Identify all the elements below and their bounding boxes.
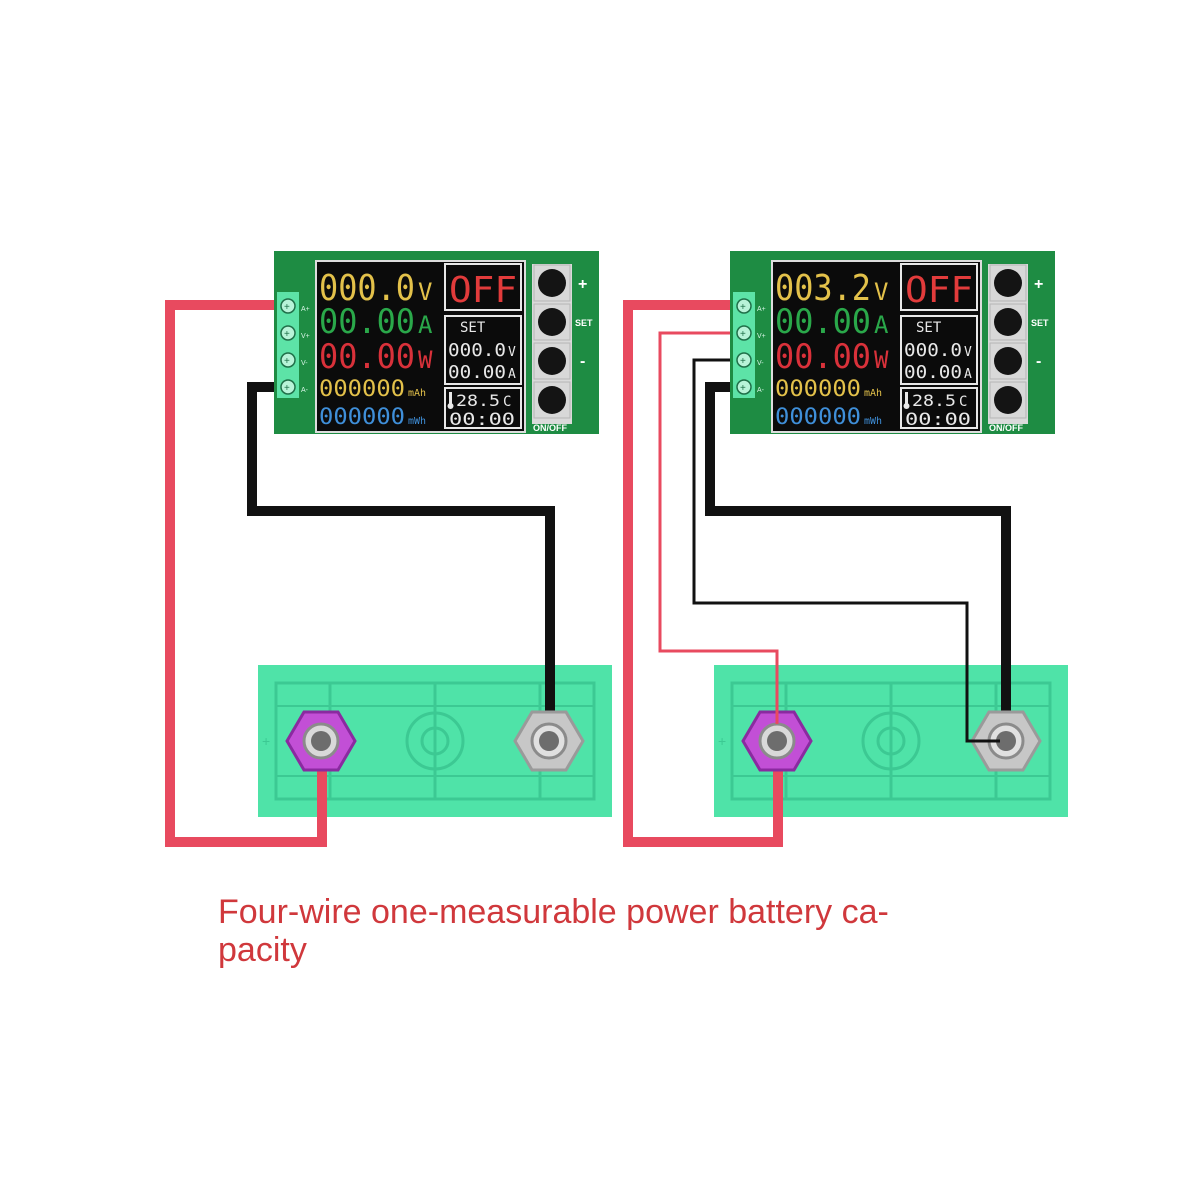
power-readout: 00.00 (775, 337, 871, 377)
current-unit: A (418, 311, 433, 339)
temperature-readout: 28.5 (456, 391, 500, 410)
power-unit: W (418, 346, 433, 374)
svg-text:+: + (284, 356, 290, 367)
svg-text:+: + (718, 733, 726, 749)
plus-button-label: + (1034, 276, 1043, 293)
positive-terminal-icon (741, 710, 813, 772)
pin-label-a-minus: A- (301, 387, 309, 394)
black-wire-right (705, 382, 1011, 718)
energy-readout: 000000 (319, 405, 405, 430)
red-wire-left (165, 300, 327, 847)
on-off-button[interactable] (533, 381, 571, 419)
energy-unit: mWh (408, 416, 426, 427)
negative-terminal-icon (513, 710, 585, 772)
svg-text:+: + (740, 329, 746, 340)
pin-label-v-plus: V+ (301, 333, 310, 340)
negative-terminal-icon (970, 710, 1042, 772)
pin-label-v-minus: V- (301, 360, 308, 367)
set-voltage-unit: V (964, 345, 972, 360)
voltage-unit: V (874, 278, 888, 306)
red-wire-right (623, 300, 783, 847)
pin-label-a-plus: A+ (757, 306, 766, 313)
terminal-block-left: + + + + A+ V+ V- A- (277, 292, 310, 398)
black-wire-left (247, 382, 555, 718)
on-off-button-label: ON/OFF (533, 423, 567, 433)
svg-text:+: + (284, 329, 290, 340)
timer-readout: 00:00 (449, 410, 515, 430)
set-button-label: SET (575, 318, 593, 328)
capacity-unit: mAh (408, 388, 426, 399)
svg-text:+: + (740, 383, 746, 394)
energy-readout: 000000 (775, 405, 861, 430)
plus-button[interactable] (989, 264, 1027, 302)
status-off: OFF (449, 270, 517, 311)
set-button[interactable] (989, 303, 1027, 341)
capacity-readout: 000000 (319, 377, 405, 402)
on-off-button-label: ON/OFF (989, 423, 1023, 433)
power-readout: 00.00 (319, 337, 415, 377)
battery-vent-icon (861, 711, 921, 771)
pin-label-v-plus: V+ (757, 333, 766, 340)
svg-text:+: + (284, 383, 290, 394)
thermometer-icon (447, 392, 454, 409)
set-button[interactable] (533, 303, 571, 341)
svg-text:+: + (740, 302, 746, 313)
meter-module-right: + + + + A+ V+ V- A- 003.2 V 00.00 A (730, 251, 1055, 434)
temperature-unit: C (503, 394, 511, 410)
diagram-caption: Four-wire one-measurable power battery c… (218, 893, 889, 969)
terminal-block-right: + + + + A+ V+ V- A- (733, 292, 766, 398)
left-assembly: + + + (165, 251, 612, 847)
button-column-right: + SET - ON/OFF (988, 264, 1049, 433)
battery-vent-icon (405, 711, 465, 771)
current-unit: A (874, 311, 889, 339)
set-voltage: 000.0 (904, 340, 962, 361)
minus-button-label: - (580, 353, 585, 370)
current-readout: 00.00 (775, 302, 871, 342)
capacity-unit: mAh (864, 388, 882, 399)
plus-button[interactable] (533, 264, 571, 302)
set-current-unit: A (508, 367, 516, 382)
svg-text:+: + (262, 733, 270, 749)
set-voltage: 000.0 (448, 340, 506, 361)
capacity-readout: 000000 (775, 377, 861, 402)
button-column-left: + SET - ON/OFF (532, 264, 593, 433)
set-current: 00.00 (448, 362, 506, 383)
pin-label-a-plus: A+ (301, 306, 310, 313)
thermometer-icon (903, 392, 910, 409)
pin-label-a-minus: A- (757, 387, 765, 394)
voltage-readout: 003.2 (775, 268, 871, 309)
voltage-unit: V (418, 278, 432, 306)
timer-readout: 00:00 (905, 410, 971, 430)
set-current-unit: A (964, 367, 972, 382)
minus-button-label: - (1036, 353, 1041, 370)
set-voltage-unit: V (508, 345, 516, 360)
temperature-unit: C (959, 394, 967, 410)
plus-button-label: + (578, 276, 587, 293)
svg-text:+: + (284, 302, 290, 313)
lcd-screen-left: 000.0 V 00.00 A 00.00 W 000000 mAh 00000… (315, 260, 526, 433)
meter-module-left: + + + + A+ V+ V- A- 000.0 V 00.00 (274, 251, 599, 434)
voltage-readout: 000.0 (319, 268, 415, 309)
right-assembly: + + (623, 251, 1068, 847)
minus-button[interactable] (533, 342, 571, 380)
minus-button[interactable] (989, 342, 1027, 380)
lcd-screen-right: 003.2 V 00.00 A 00.00 W 000000 mAh 00000… (771, 260, 982, 433)
set-label: SET (916, 320, 942, 336)
temperature-readout: 28.5 (912, 391, 956, 410)
on-off-button[interactable] (989, 381, 1027, 419)
set-label: SET (460, 320, 486, 336)
power-unit: W (874, 346, 889, 374)
status-off: OFF (905, 270, 973, 311)
set-current: 00.00 (904, 362, 962, 383)
pin-label-v-minus: V- (757, 360, 764, 367)
set-button-label: SET (1031, 318, 1049, 328)
positive-terminal-icon (285, 710, 357, 772)
current-readout: 00.00 (319, 302, 415, 342)
svg-text:+: + (740, 356, 746, 367)
energy-unit: mWh (864, 416, 882, 427)
